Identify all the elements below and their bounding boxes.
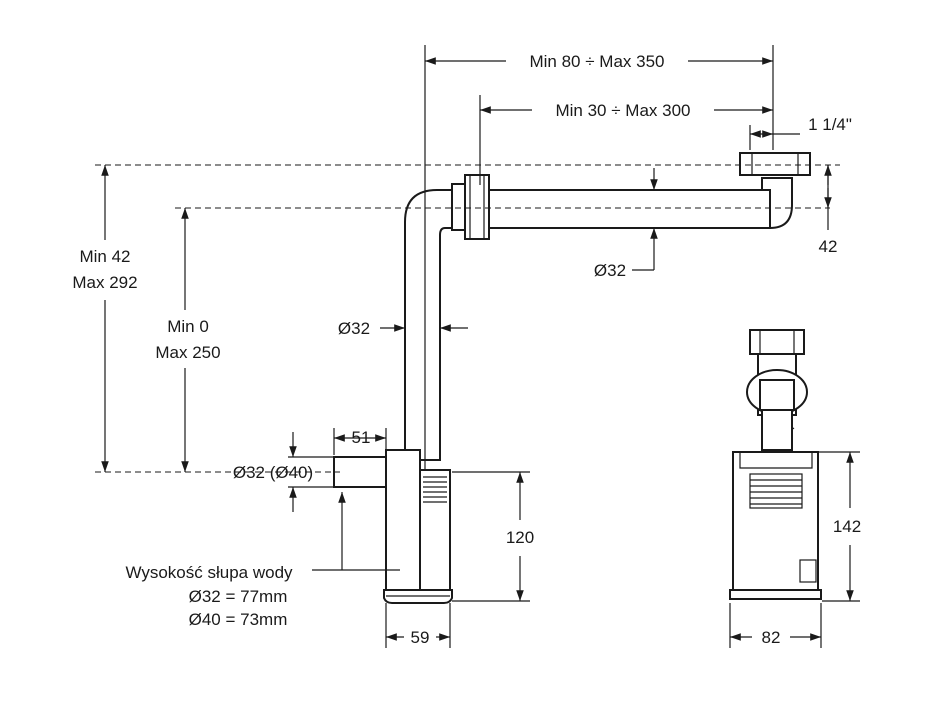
dimension-labels: Min 80 ÷ Max 350 Min 30 ÷ Max 300 1 1/4"… [72,52,861,647]
side-view-siphon [729,329,822,600]
body-width-label: 59 [411,628,430,647]
overall-length-label: Min 80 ÷ Max 350 [529,52,664,71]
inlet-length-label: 51 [352,428,371,447]
front-body-ribs [423,476,447,503]
front-view-siphon [333,152,811,604]
height-range-max: Max 292 [72,273,137,292]
water-seal-title: Wysokość słupa wody [125,563,293,582]
side-body-grille [749,473,803,509]
dimension-lines [95,45,860,648]
horizontal-pipe-dia-label: Ø32 [594,261,626,280]
water-seal-note: Wysokość słupa wody Ø32 = 77mm Ø40 = 73m… [125,563,293,629]
inner-height-min: Min 0 [167,317,209,336]
inlet-dia-label: Ø32 (Ø40) [233,463,313,482]
outlet-offset-label: 42 [819,237,838,256]
inner-height-max: Max 250 [155,343,220,362]
side-height-label: 142 [833,517,861,536]
side-width-label: 82 [762,628,781,647]
water-seal-32: Ø32 = 77mm [189,587,288,606]
height-range-min: Min 42 [79,247,130,266]
vertical-pipe-dia-label: Ø32 [338,319,370,338]
outlet-thread-label: 1 1/4" [808,115,852,134]
water-seal-40: Ø40 = 73mm [189,610,288,629]
inner-length-label: Min 30 ÷ Max 300 [555,101,690,120]
body-height-label: 120 [506,528,534,547]
